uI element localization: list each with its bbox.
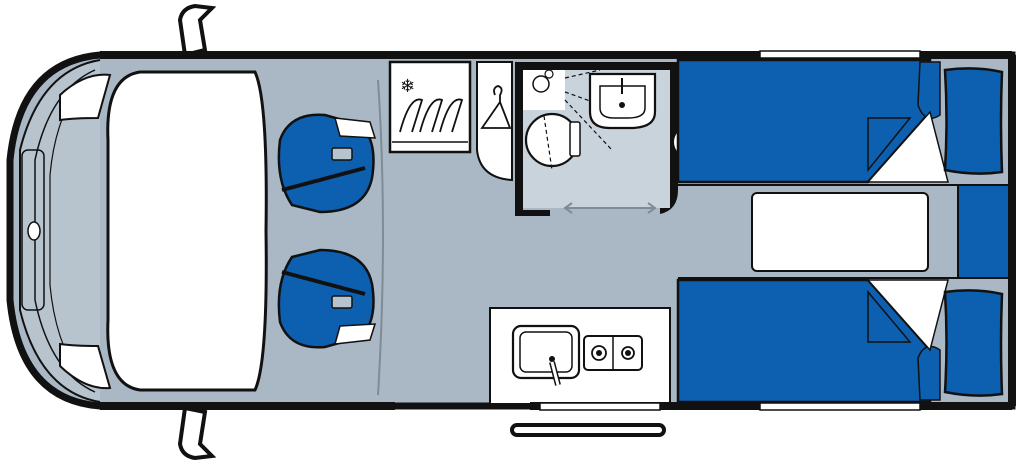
pillows — [943, 67, 1004, 397]
headlight-right — [59, 342, 112, 390]
shower-head — [532, 75, 550, 93]
middle-cushion — [957, 184, 1013, 279]
window-kitchen — [539, 402, 661, 411]
washbasin — [588, 72, 657, 130]
emblem — [27, 221, 41, 241]
bathroom — [515, 62, 678, 216]
kitchen-counter — [489, 307, 671, 405]
windshield — [106, 70, 268, 392]
fridge: ❄ — [388, 60, 472, 154]
window-rear-left — [759, 50, 921, 59]
cab-seat-driver — [277, 113, 377, 214]
headlight-left — [59, 73, 112, 122]
cab-seat-passenger — [277, 248, 377, 349]
snowflake-icon: ❄ — [400, 76, 415, 97]
window-rear-right — [759, 402, 921, 411]
pillow-left — [943, 67, 1004, 175]
hanger-icon — [480, 85, 512, 129]
walls — [100, 50, 1016, 437]
sliding-door-step — [510, 423, 666, 437]
wardrobe — [476, 61, 513, 182]
rear-bed-right — [676, 278, 949, 404]
pillow-right — [943, 289, 1004, 397]
rear-bed-left — [676, 58, 949, 184]
kitchen-sink — [511, 324, 581, 380]
mirror-left — [177, 3, 217, 58]
cab-hood — [19, 59, 101, 403]
bed-step — [751, 192, 929, 272]
mirror-right — [177, 405, 217, 461]
